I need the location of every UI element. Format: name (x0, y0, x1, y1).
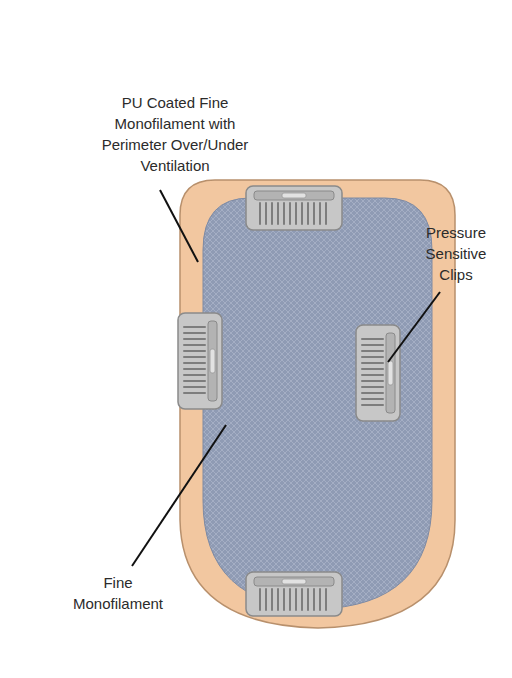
leader-line (388, 292, 440, 362)
leader-line (160, 190, 198, 262)
clip-bottom (246, 572, 342, 616)
part-label: Fine Monofilament (66, 572, 170, 614)
part-label: Pressure Sensitive Clips (414, 222, 498, 285)
fine-monofilament-mesh (203, 198, 432, 609)
clip-right (356, 325, 400, 421)
part-label: PU Coated Fine Monofilament with Perimet… (91, 92, 259, 176)
clip-top (246, 186, 342, 230)
leader-line (132, 425, 226, 566)
clip-left (178, 313, 222, 409)
